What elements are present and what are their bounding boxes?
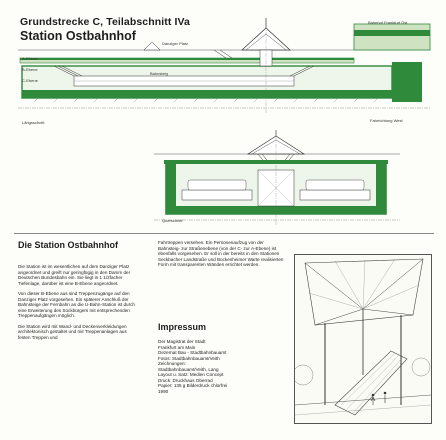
label-bahnhof: Bahnhof Frankfurt Ost [368,20,408,25]
label-richtung: Fahrrichtung West [370,118,403,123]
impressum-line: Zeichnungen: [158,361,186,366]
label-querschnitt: Querschnitt [162,218,183,223]
station-perspective-illustration [294,254,432,424]
impressum-line: Fotos: Stadtbahnbauamt/Veith [158,355,220,361]
page-header: Grundstrecke C, Teilabschnitt IVa Statio… [20,16,190,43]
label-b-ebene: B-Ebene [22,67,38,72]
article-title: Die Station Ostbahnhof [18,240,118,250]
impressum-line: Druck: Druckhaus Oberrad [158,377,213,383]
article-column-1: Die Station ist im wesentlichen auf dem … [18,264,138,345]
line-subtitle: Grundstrecke C, Teilabschnitt IVa [20,16,190,28]
label-c-ebene: C-Ebene [22,78,38,83]
article-paragraph: Von dieser B-Ebene aus sind Treppenzugän… [18,291,135,318]
impressum-title: Impressum [158,322,207,332]
perspective-sketch [295,258,431,416]
impressum-line: Papier: 135 g Bilderdruck chlorfrei [158,383,228,388]
impressum-line: Dezernat Bau - Stadtbahnbauamt [158,350,227,355]
article-paragraph: Die Station wird mit Wand- und Deckenver… [18,323,127,340]
impressum-line: Der Magistrat der Stadt [158,339,206,344]
article-paragraph: Die Station ist im wesentlichen auf dem … [18,264,131,286]
impressum-line: Stadtbahnbauamt/Veith, Lang [158,366,219,372]
impressum-line: Frankfurt am Main [158,344,196,350]
label-a-ebene: A-Ebene [22,56,38,61]
label-bahnsteig: Bahnsteig [150,71,168,76]
impressum-line: Layout u. Satz: Medien Concept [158,372,224,377]
label-laengsschnitt: Längsschnitt [22,120,45,125]
station-title: Station Ostbahnhof [20,29,136,43]
article-column-2: Fahrtreppen versehen. Ein Personenaufzug… [158,240,284,267]
impressum-block: Der Magistrat der Stadt Frankfurt am Mai… [158,339,284,394]
cross-section-drawing [154,130,400,226]
longitudinal-section-drawing [18,18,431,114]
section-divider [14,233,434,234]
label-danziger-platz: Danziger Platz [162,41,189,46]
impressum-line: 1990 [158,388,169,394]
